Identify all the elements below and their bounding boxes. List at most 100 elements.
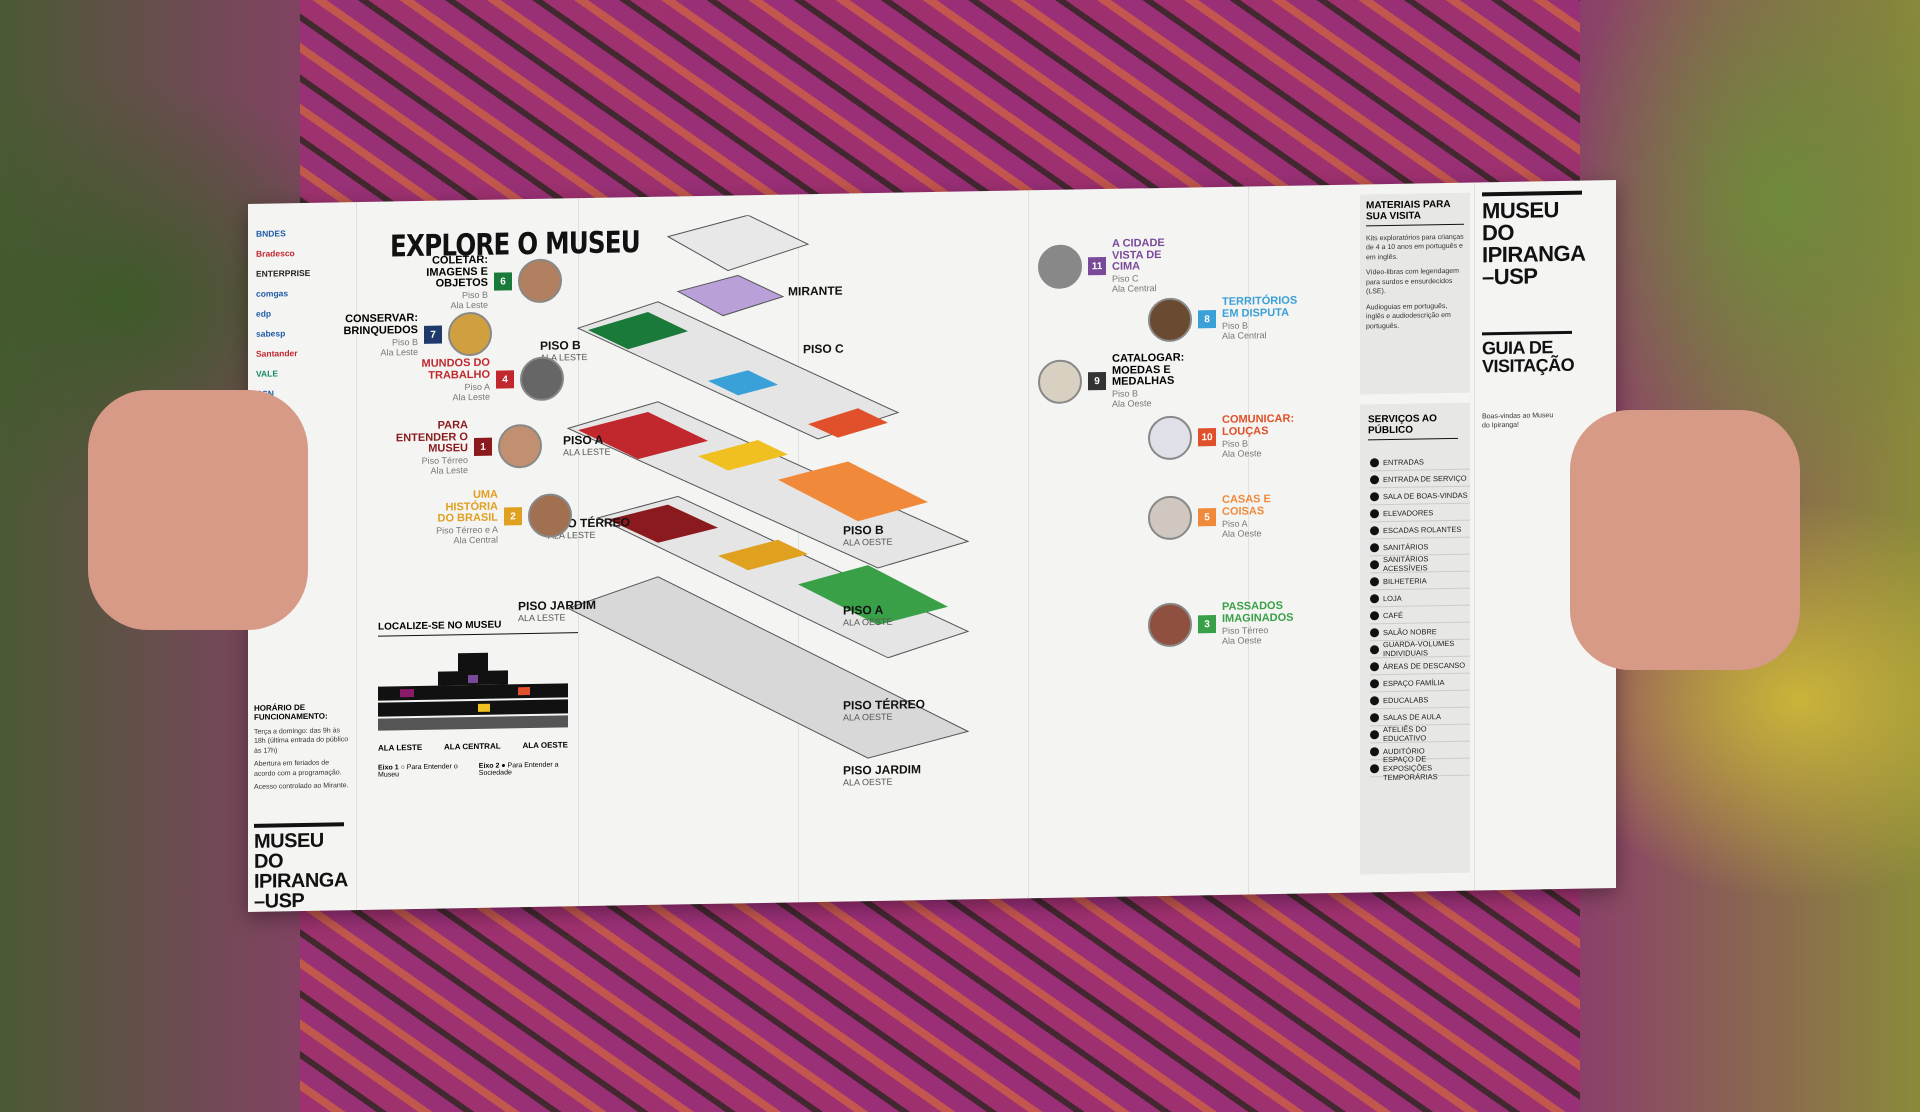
hours-block: HORÁRIO DE FUNCIONAMENTO: Terça a doming… [254,702,350,792]
hours-title: HORÁRIO DE FUNCIONAMENTO: [254,702,328,722]
building-elevation [378,652,568,731]
service-item: ESCADAS ROLANTES [1370,520,1470,540]
piso-jardim-block [566,576,970,759]
exhibit-thumbnail [1038,359,1082,405]
services-list: ENTRADAS ENTRADA DE SERVIÇO SALA DE BOAS… [1370,452,1470,782]
sponsor-logo: sabesp [256,328,286,339]
exhibit-badge: 4 [496,370,514,389]
materials-box: MATERIAIS PARA SUA VISITA Kits explorató… [1360,192,1470,395]
isometric-floor-map [566,214,970,759]
services-title: SERVIÇOS AO PÚBLICO [1368,412,1458,441]
exhibit-thumbnail [1148,415,1192,461]
exhibit-thumbnail [498,424,542,469]
left-hand [88,390,308,630]
service-item: ENTRADA DE SERVIÇO [1370,469,1470,489]
services-panel: MATERIAIS PARA SUA VISITA Kits explorató… [1360,183,1472,893]
sponsor-logo: Santander [256,348,298,359]
exhibit-badge: 11 [1088,257,1106,276]
sponsor-logo: BNDES [256,228,286,239]
welcome-text: Boas-vindas ao Museu do Ipiranga! [1482,412,1554,430]
exhibit-thumbnail [520,356,564,402]
exhibit-thumbnail [1148,602,1192,648]
mirante-block [666,214,810,272]
exhibit-badge: 5 [1198,508,1216,527]
materials-item: Audioguias em português, inglês e audiod… [1366,302,1451,330]
locate-title: LOCALIZE-SE NO MUSEU [378,618,578,637]
exhibit-thumbnail [1148,297,1192,343]
service-item: ÁREAS DE DESCANSO [1370,656,1470,676]
exhibit-badge: 3 [1198,615,1216,634]
fold-line [356,202,357,911]
axis-2-legend: Eixo 2 ● Para Entender a Sociedade [478,761,559,777]
guide-title: GUIA DE VISITAÇÃO [1482,330,1574,376]
exhibit-badge: 9 [1088,372,1106,391]
wing-label: ALA LESTE [378,742,423,753]
museum-map-brochure: BNDES Bradesco ENTERPRISE comgas edp sab… [248,180,1616,913]
floor-label: MIRANTE [788,283,843,299]
service-item: EDUCALABS [1370,690,1470,710]
exhibit-badge: 6 [494,272,512,291]
sponsor-logo: edp [256,308,272,319]
service-item: GUARDA-VOLUMES INDIVIDUAIS [1370,639,1470,659]
fold-line [1248,186,1249,895]
exhibit-thumbnail [1038,244,1082,290]
service-item: ESPAÇO DE EXPOSIÇÕES TEMPORÁRIAS [1370,754,1470,782]
sponsor-logo: Bradesco [256,248,295,259]
service-item: ATELIÊS DO EDUCATIVO [1370,724,1470,744]
sponsor-logo: comgas [256,288,289,299]
wing-label: ALA CENTRAL [444,741,501,752]
service-item: CAFÉ [1370,605,1470,625]
materials-item: Vídeo-libras com legendagem para surdos … [1366,268,1459,296]
materials-title: MATERIAIS PARA SUA VISITA [1366,198,1464,227]
exhibit-badge: 1 [474,437,492,457]
exhibit-thumbnail [1148,495,1192,541]
fold-line [1474,182,1475,891]
service-item: LOJA [1370,588,1470,608]
service-item: ENTRADAS [1370,452,1470,472]
right-hand [1570,410,1800,670]
exhibit-badge: 8 [1198,310,1216,329]
service-item: SANITÁRIOS ACESSÍVEIS [1370,554,1470,574]
service-item: ELEVADORES [1370,503,1470,523]
service-item: ESPAÇO FAMÍLIA [1370,673,1470,693]
service-item: BILHETERIA [1370,571,1470,591]
exhibit-badge: 2 [504,507,522,526]
museum-name-right: MUSEU DO IPIRANGA –USP [1482,190,1586,289]
hours-text: Terça a domingo: das 9h às 18h (última e… [254,727,349,755]
exhibit-thumbnail [448,311,492,357]
holidays-text: Abertura em feriados de acordo com a pro… [254,759,342,778]
access-text: Acesso controlado ao Mirante. [254,782,349,792]
museum-name-left: MUSEU DO IPIRANGA –USP [254,822,348,913]
axis-1-legend: Eixo 1 ○ Para Entender o Museu [378,763,458,779]
piso-c-block [676,274,785,317]
piso-a-block [566,401,970,569]
exhibit-thumbnail [518,258,562,304]
exhibit-badge: 7 [424,325,442,344]
exhibit-thumbnail [528,493,572,539]
locate-panel: LOCALIZE-SE NO MUSEU ALA LESTE ALA CENTR… [378,618,578,779]
piso-b-block [576,301,900,440]
wing-label: ALA OESTE [522,740,568,751]
piso-terreo-block [596,495,970,659]
exhibit-badge: 10 [1198,428,1216,447]
sponsor-logo: VALE [256,368,279,379]
sponsor-logo: ENTERPRISE [256,267,311,279]
wing-labels: ALA LESTE ALA CENTRAL ALA OESTE [378,740,568,752]
service-item: SALA DE BOAS-VINDAS [1370,486,1470,506]
materials-item: Kits exploratórios para crianças de 4 a … [1366,233,1464,262]
